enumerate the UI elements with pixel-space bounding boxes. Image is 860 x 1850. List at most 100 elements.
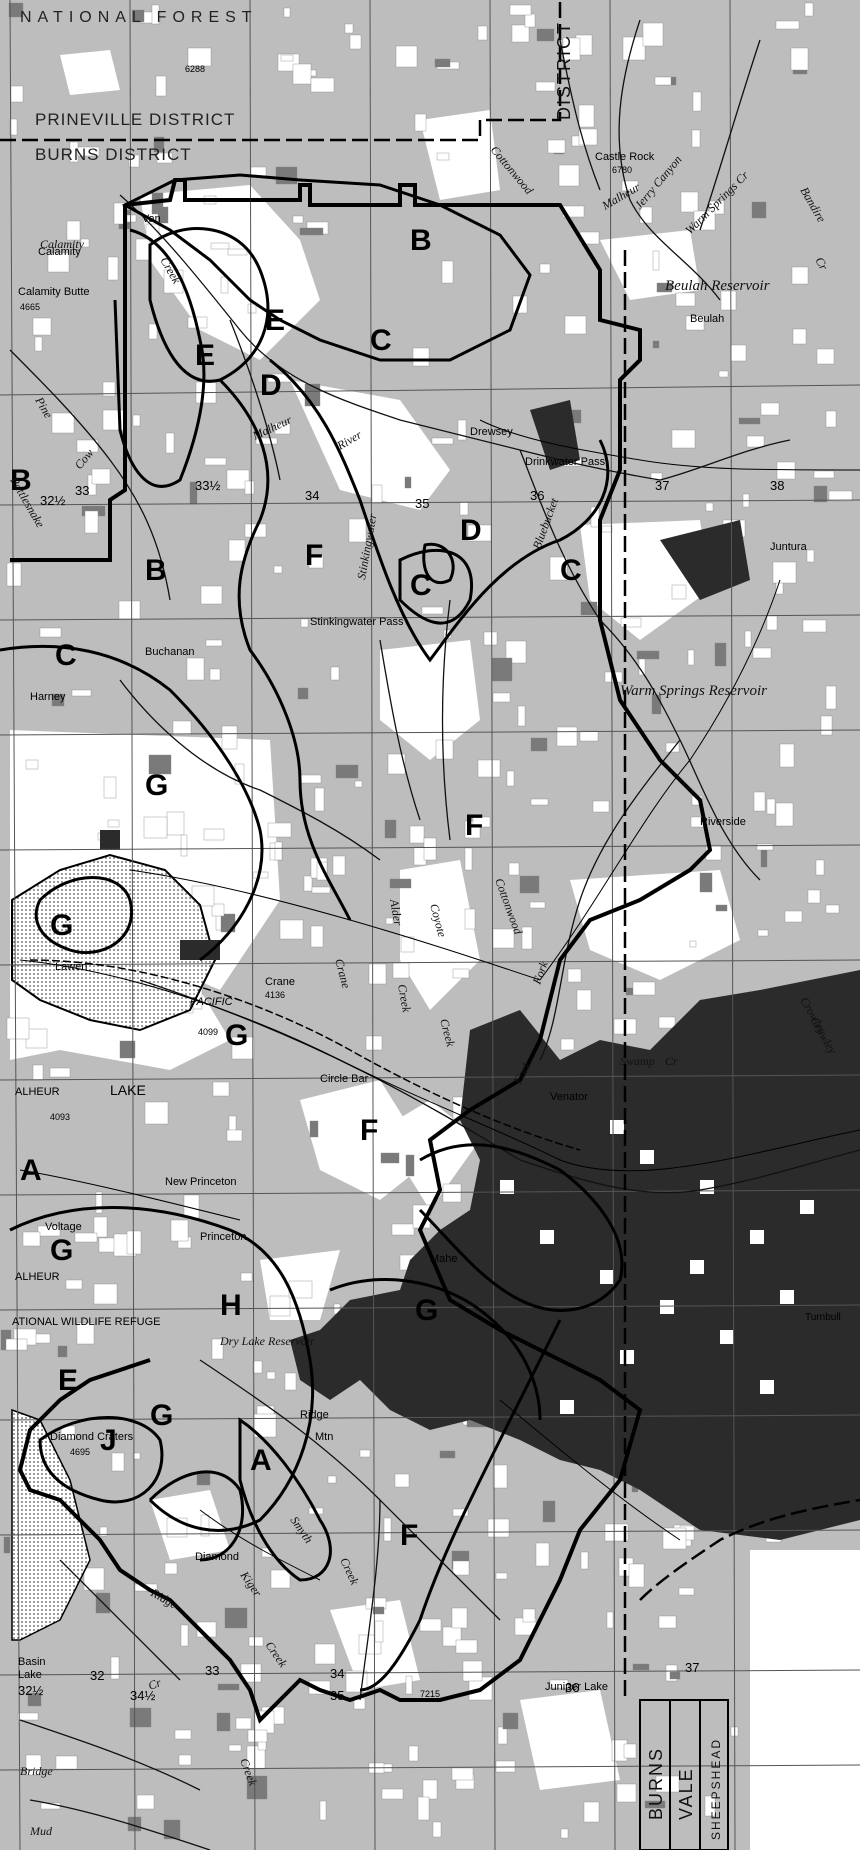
parcel — [231, 1036, 255, 1060]
parcel — [704, 1795, 716, 1817]
parcel — [126, 1230, 142, 1255]
zone-label: E — [265, 304, 285, 337]
sheepshead-label: SHEEPSHEAD — [709, 1738, 723, 1840]
burns-bottom-label: BURNS — [646, 1747, 666, 1820]
parcel — [509, 4, 532, 16]
vale-label: VALE — [676, 1767, 696, 1820]
township-number: 33 — [205, 1663, 219, 1678]
parcel — [299, 227, 324, 236]
township-number: 38 — [770, 478, 784, 493]
parcel — [705, 502, 714, 512]
parcel — [756, 843, 774, 851]
parcel — [522, 1608, 536, 1623]
place-label: Buchanan — [145, 646, 195, 658]
district-dividers — [0, 0, 860, 1700]
parcel — [335, 764, 359, 779]
parcel — [387, 753, 406, 775]
parcel — [820, 715, 833, 736]
parcel — [136, 1794, 155, 1810]
parcel — [102, 409, 126, 431]
parcel — [200, 1514, 210, 1537]
parcel — [204, 457, 227, 466]
parcel — [517, 705, 526, 727]
parcel — [186, 657, 205, 681]
zone-label: J — [100, 1424, 117, 1457]
parcel — [211, 1338, 224, 1360]
parcel — [228, 1115, 237, 1133]
parcel — [776, 461, 796, 480]
parcel — [825, 410, 837, 428]
parcel — [689, 940, 697, 948]
parcel — [422, 1779, 438, 1800]
parcel — [592, 800, 610, 813]
place-label: ALHEUR — [15, 1086, 60, 1098]
parcel — [442, 1183, 462, 1203]
parcel — [542, 1500, 556, 1523]
parcel — [155, 75, 167, 97]
stream-label: Cr — [665, 1054, 678, 1068]
parcel — [111, 1452, 125, 1472]
parcel — [226, 1129, 243, 1142]
township-number: 32½ — [40, 493, 65, 508]
place-label: Warm Springs Reservoir — [620, 683, 767, 699]
township-number: 33½ — [195, 478, 220, 493]
place-label: New Princeton — [165, 1176, 237, 1188]
place-label: Voltage — [45, 1221, 82, 1233]
place-label: Diamond — [195, 1551, 239, 1563]
parcel — [404, 476, 412, 489]
parcel — [671, 584, 687, 600]
burns-district-label: BURNS DISTRICT — [35, 145, 192, 164]
parcel — [434, 58, 451, 68]
parcel — [132, 414, 141, 427]
parcel — [203, 828, 225, 841]
parcel — [632, 981, 656, 996]
parcel — [55, 1755, 78, 1770]
parcel — [639, 206, 653, 224]
parcel — [300, 618, 309, 628]
parcel — [436, 152, 450, 161]
parcel — [65, 1279, 83, 1290]
parcel — [83, 1567, 105, 1591]
parcel — [220, 276, 229, 294]
zone-label: F — [400, 1519, 418, 1552]
parcel — [621, 180, 639, 192]
parcel — [174, 1729, 192, 1740]
parcel — [247, 303, 257, 314]
parcel — [248, 1636, 264, 1647]
parcel — [685, 315, 705, 331]
parcel — [144, 1101, 169, 1125]
parcel — [680, 191, 699, 213]
parcel — [779, 743, 795, 768]
parcel — [464, 908, 476, 930]
parcel — [255, 437, 278, 445]
streams — [9, 19, 860, 1850]
parcel — [625, 987, 634, 996]
parcel — [385, 917, 394, 925]
place-label: Circle Bar — [320, 1073, 369, 1085]
parcel — [746, 435, 765, 448]
zone-label: G — [225, 1019, 248, 1052]
parcel — [632, 1663, 650, 1671]
parcel — [601, 525, 613, 533]
dark-tract-opening — [800, 1200, 814, 1214]
place-label: Beulah — [690, 313, 724, 325]
parcel — [9, 118, 18, 136]
parcel — [200, 585, 223, 605]
place-label: ALHEUR — [15, 1271, 60, 1283]
place-label: Harney — [30, 691, 66, 703]
place-label: Ridge — [300, 1409, 329, 1421]
parcel — [380, 1152, 400, 1164]
parcel — [535, 1542, 550, 1567]
parcel — [419, 1618, 442, 1632]
dark-tract-opening — [720, 1330, 734, 1344]
parcel — [405, 1154, 415, 1177]
parcel — [71, 689, 92, 697]
parcel — [217, 1683, 240, 1691]
parcel — [274, 841, 283, 861]
parcel — [216, 1712, 231, 1732]
malheur-lake — [11, 853, 217, 1641]
parcel — [299, 774, 322, 784]
district-vertical-label: DISTRICT — [554, 21, 574, 120]
township-number: 36 — [530, 488, 544, 503]
off-map-area — [750, 1550, 860, 1850]
